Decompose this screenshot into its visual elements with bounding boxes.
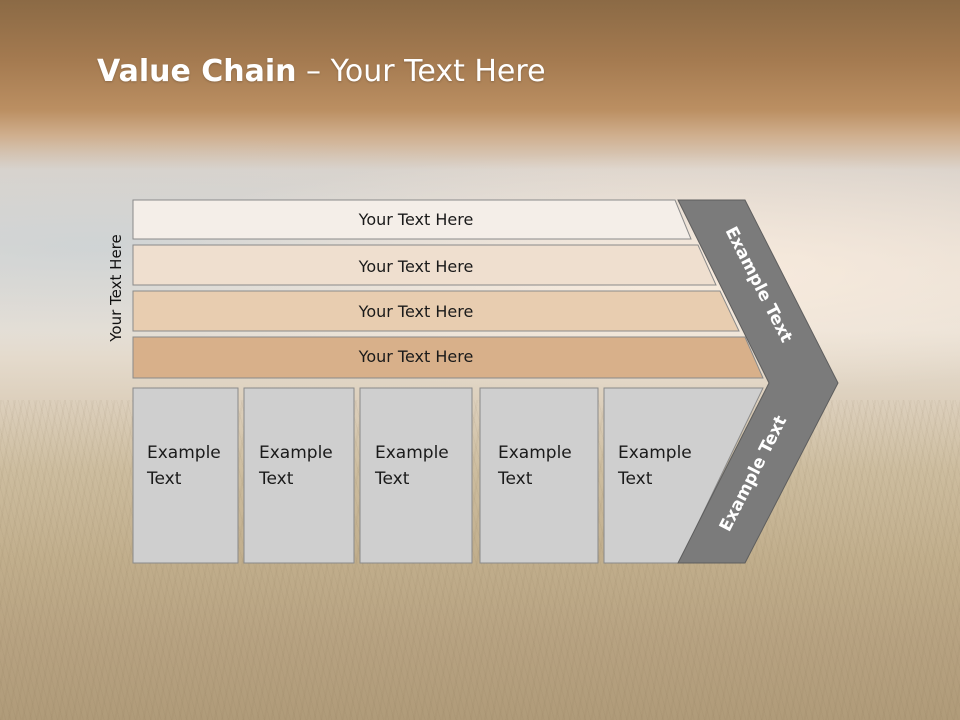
activity-box-2: Example Text	[243, 387, 355, 564]
reflection-box-1	[132, 564, 239, 720]
reflection-box-2	[243, 564, 355, 720]
activity-box-1-line1: Example	[147, 443, 221, 463]
activity-box-4: Example Text	[479, 387, 599, 564]
reflection-text-4b: Text	[497, 639, 533, 659]
bar-3-shape	[132, 290, 740, 332]
activity-box-3: Example Text	[359, 387, 473, 564]
reflection-chevron	[678, 565, 826, 720]
activity-box-2-line2: Text	[258, 469, 294, 489]
reflection-text-3b: Text	[374, 639, 410, 659]
bar-2: Your Text Here	[132, 244, 717, 286]
bar-3: Your Text Here	[132, 290, 740, 332]
reflection-text-2a: Example	[259, 665, 333, 685]
slide-title: Value Chain – Your Text Here	[97, 54, 546, 89]
reflection-text-4a: Example	[498, 665, 572, 685]
title-rest: – Your Text Here	[296, 54, 546, 89]
activity-box-5-line2: Text	[617, 469, 653, 489]
bar-1: Your Text Here	[132, 199, 692, 240]
bar-4: Your Text Here	[132, 336, 764, 379]
reflection-text-5b: Text	[617, 639, 653, 659]
bar-4-shape	[132, 336, 764, 379]
activity-box-4-shape	[479, 387, 599, 564]
bar-3-label: Your Text Here	[358, 302, 474, 321]
activity-box-1-shape	[132, 387, 239, 564]
title-bold: Value Chain	[97, 54, 297, 89]
activity-box-5-line1: Example	[618, 443, 692, 463]
bar-4-label: Your Text Here	[358, 347, 474, 366]
bar-1-label: Your Text Here	[358, 210, 474, 229]
activity-box-4-line2: Text	[497, 469, 533, 489]
bar-2-shape	[132, 244, 717, 286]
activity-box-2-line1: Example	[259, 443, 333, 463]
bar-1-shape	[132, 199, 692, 240]
reflection-text-1b: Text	[146, 639, 182, 659]
activity-box-1: Example Text	[132, 387, 239, 564]
activity-box-1-line2: Text	[146, 469, 182, 489]
bar-2-label: Your Text Here	[358, 257, 474, 276]
activity-box-2-shape	[243, 387, 355, 564]
reflection-box-3	[359, 564, 473, 720]
reflection-text-1a: Example	[147, 665, 221, 685]
activity-box-3-shape	[359, 387, 473, 564]
diagram-reflection: Example Text Example Text Example Text E…	[132, 564, 826, 720]
reflection-box-4	[479, 564, 599, 720]
activity-box-3-line2: Text	[374, 469, 410, 489]
activity-box-4-line1: Example	[498, 443, 572, 463]
reflection-text-5a: Example	[618, 665, 692, 685]
reflection-text-2b: Text	[258, 639, 294, 659]
activity-box-3-line1: Example	[375, 443, 449, 463]
reflection-text-3a: Example	[375, 665, 449, 685]
margin-chevron-shape	[677, 199, 839, 564]
